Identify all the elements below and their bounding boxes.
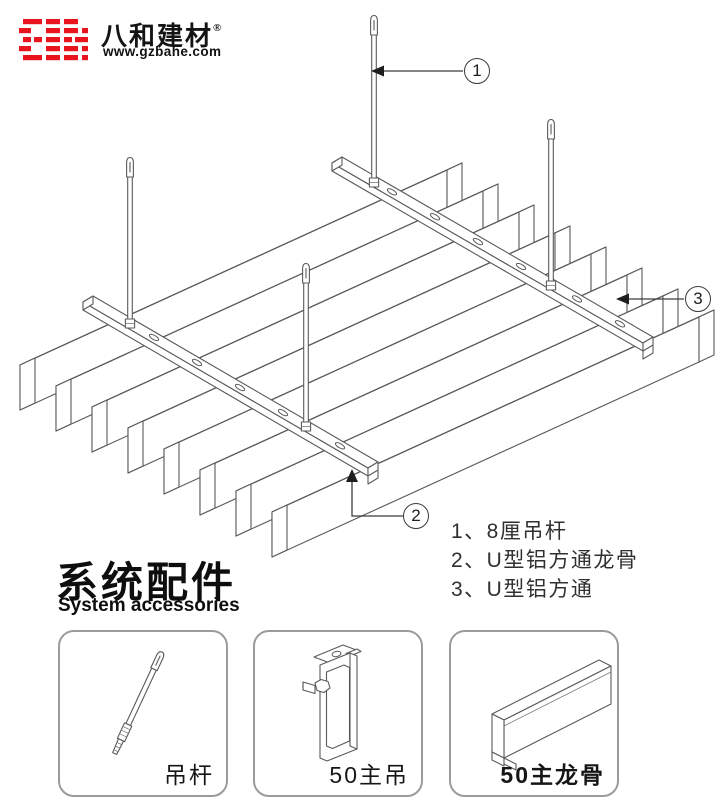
legend-item-1: 1、8厘吊杆 <box>451 520 568 543</box>
brand-name-text: 八和建材 <box>101 22 214 51</box>
brand-logo-mark <box>19 19 88 61</box>
hanger-part-drawing <box>302 644 362 762</box>
rod-part-drawing <box>112 651 165 755</box>
keel-part-drawing <box>491 659 612 771</box>
leader-lines <box>346 65 684 517</box>
accessory-card-keel: 50主龙骨 <box>449 630 619 797</box>
ceiling-assembly-drawing <box>19 14 715 558</box>
accessory-label-rod: 吊杆 <box>164 762 214 788</box>
section-title: 系统配件 <box>56 559 237 606</box>
accessory-card-hanger: 50主吊 <box>253 630 423 797</box>
legend-item-3: 3、U型铝方通 <box>451 578 594 601</box>
callout-2-badge: 2 <box>403 503 429 529</box>
accessory-label-keel: 50主龙骨 <box>500 762 605 788</box>
brand-website: www.gzbahe.com <box>103 44 222 59</box>
callout-3-badge: 3 <box>685 286 711 312</box>
legend-item-2: 2、U型铝方通龙骨 <box>451 549 639 572</box>
brand-name: 八和建材® <box>101 16 221 53</box>
legend: 1、8厘吊杆 2、U型铝方通龙骨 3、U型铝方通 <box>451 517 638 604</box>
accessory-label-hanger: 50主吊 <box>329 762 409 788</box>
accessory-card-rod: 吊杆 <box>58 630 228 797</box>
section-subtitle: System accessories <box>58 595 240 616</box>
slats <box>19 162 715 558</box>
keels <box>82 156 654 485</box>
registered-mark: ® <box>213 22 222 34</box>
callout-1-badge: 1 <box>464 58 490 84</box>
hanger-rods <box>124 14 557 432</box>
